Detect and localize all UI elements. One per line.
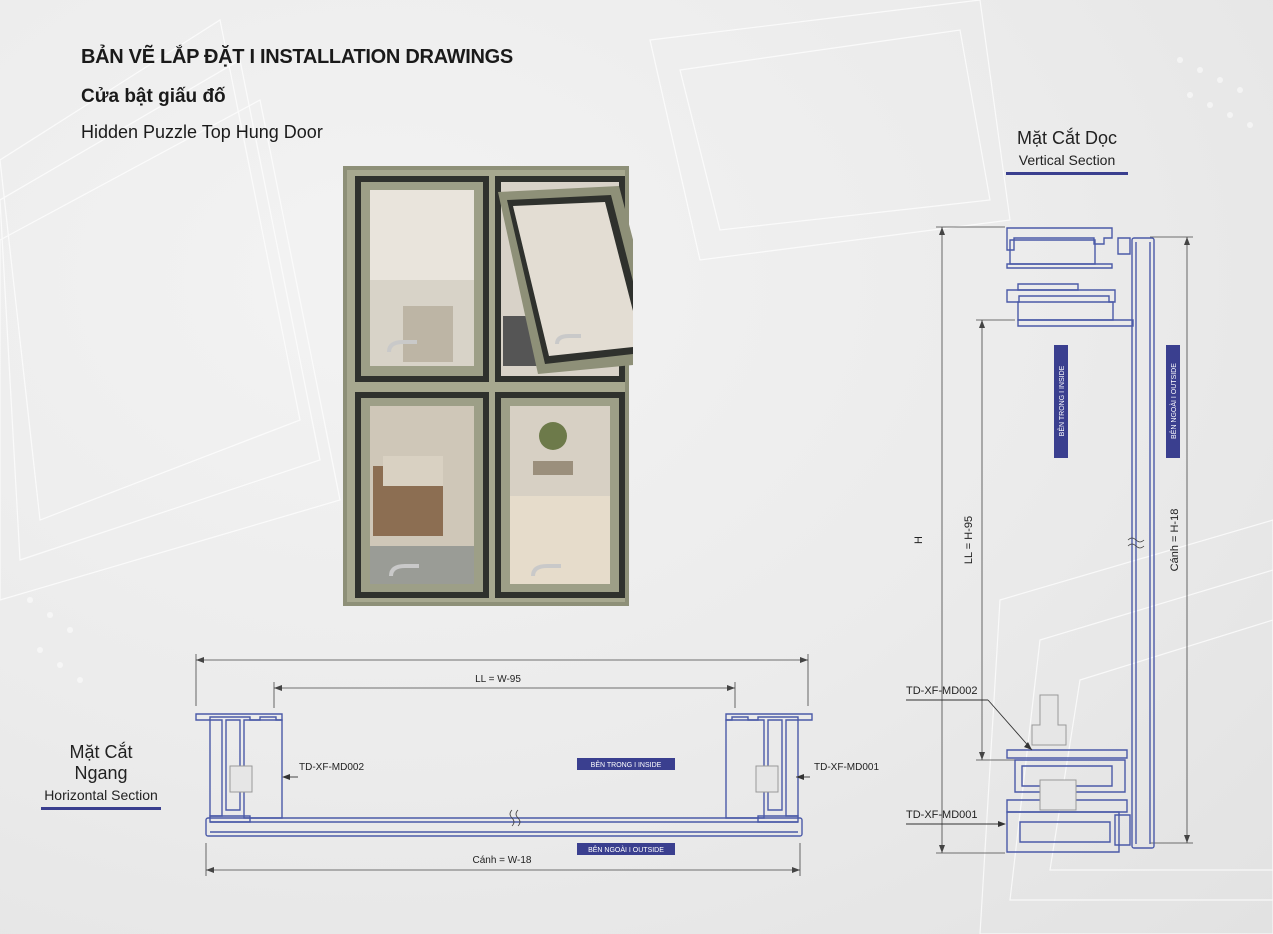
section-underline — [1006, 172, 1128, 175]
inside-label: BÊN TRONG I INSIDE — [1057, 365, 1066, 436]
inside-label: BÊN TRONG I INSIDE — [591, 760, 662, 769]
outside-label: BÊN NGOÀI I OUTSIDE — [1169, 363, 1178, 439]
outside-label-box — [1166, 345, 1180, 458]
horizontal-section-title-en: Horizontal Section — [44, 787, 158, 803]
outside-label: BÊN NGOÀI I OUTSIDE — [588, 845, 664, 854]
inside-label-box — [577, 758, 675, 770]
vertical-section-heading: Mặt Cắt Dọc Vertical Section — [1006, 128, 1128, 175]
page-title: BẢN VẼ LẮP ĐẶT I INSTALLATION DRAWINGS — [81, 46, 513, 68]
dim-label-sash: Cánh = H-18 — [1169, 509, 1181, 572]
callout-left: TD-XF-MD002 — [299, 762, 364, 773]
horizontal-section-heading: Mặt Cắt Ngang Horizontal Section — [41, 742, 161, 810]
horizontal-section-title-vi: Mặt Cắt Ngang — [69, 742, 133, 783]
vertical-section-drawing: H LL = H-95 Cánh = H-18 BÊN TRONG I INSI… — [906, 226, 1193, 854]
section-underline — [41, 807, 161, 810]
dim-label-sash: Cánh = W-18 — [472, 855, 531, 866]
product-illustration — [343, 166, 633, 606]
dim-label-ll: LL = H-95 — [963, 516, 975, 564]
callout-upper: TD-XF-MD002 — [906, 685, 978, 697]
callout-right: TD-XF-MD001 — [814, 762, 879, 773]
inside-label-box — [1054, 345, 1068, 458]
vertical-section-title-en: Vertical Section — [1018, 152, 1116, 168]
product-name-vi: Cửa bật giấu đố — [81, 86, 226, 107]
horizontal-section-drawing: LL = W-95 Cánh = W-18 BÊN TRONG I INSIDE… — [195, 654, 879, 876]
outside-label-box — [577, 843, 675, 855]
dim-label-ll: LL = W-95 — [475, 674, 521, 685]
vertical-section-title-vi: Mặt Cắt Dọc — [1016, 128, 1118, 148]
product-name-en: Hidden Puzzle Top Hung Door — [81, 122, 323, 142]
dim-label-total: H — [913, 536, 925, 544]
callout-lower: TD-XF-MD001 — [906, 809, 978, 821]
